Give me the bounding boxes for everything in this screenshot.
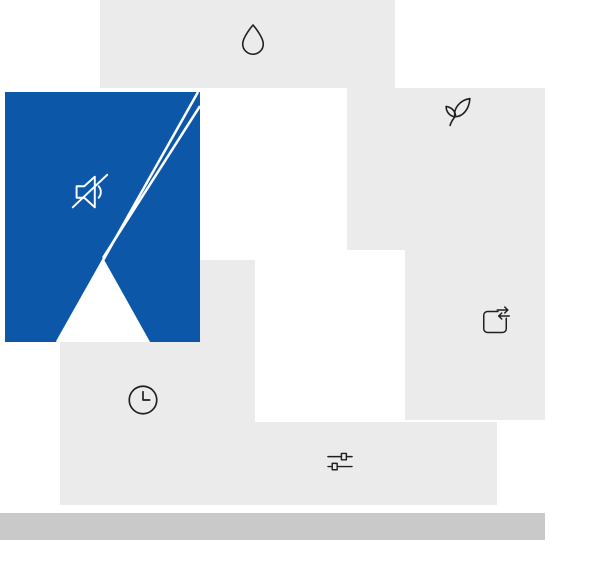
volume-mute-icon (71, 173, 109, 209)
tile-water[interactable] (100, 0, 395, 88)
water-drop-icon (241, 24, 265, 55)
bottom-bar (0, 513, 545, 540)
leaf-icon (445, 97, 471, 127)
tile-eco[interactable] (347, 88, 545, 250)
device-swap-icon (483, 306, 510, 334)
tile-mute[interactable] (5, 92, 200, 342)
sliders-icon (327, 452, 353, 471)
clock-icon (128, 385, 158, 415)
tile-settings[interactable] (200, 422, 497, 505)
tile-transfer[interactable] (405, 250, 545, 420)
ribbon-shape (5, 92, 200, 342)
